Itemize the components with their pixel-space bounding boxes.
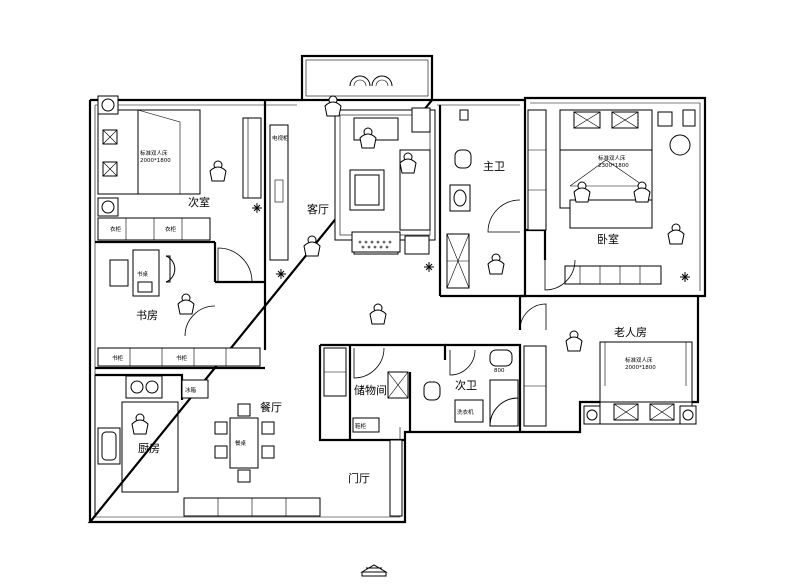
room-kitchen: 厨房 [138, 442, 160, 455]
room-second-bath: 次卫 [455, 378, 477, 392]
entry-arrow-icon [360, 564, 388, 577]
shower-size-label: 800 [494, 368, 505, 374]
kitchen: 冰箱 厨房 [94, 375, 209, 517]
shoe-cabinet-label: 鞋柜 [355, 422, 367, 430]
bed-label-master: 标准双人床 [598, 154, 626, 162]
entrance: 门厅 [348, 439, 403, 517]
dining: 餐桌 餐厅 [183, 400, 321, 517]
bookcase-label-b: 书柜 [176, 354, 188, 362]
outer-walls [87, 96, 707, 524]
master-bath: 主卫 [446, 109, 521, 289]
washer-label: 洗衣机 [457, 408, 474, 416]
people-figures [131, 95, 685, 435]
study: 书桌 书柜 书柜 书房 [97, 247, 261, 367]
dining-table-label: 餐桌 [235, 439, 247, 447]
bed-size-elderly: 2000*1800 [625, 365, 656, 371]
room-study: 书房 [136, 309, 158, 322]
bed-size-master: 2300*1800 [598, 163, 629, 169]
living-room: 电视柜 客厅 [252, 107, 436, 279]
fridge-label: 冰箱 [185, 386, 197, 394]
tv-cabinet-label: 电视柜 [272, 134, 289, 142]
balcony [300, 54, 434, 102]
wardrobe-label-a: 衣柜 [110, 225, 122, 233]
room-master-bedroom: 卧室 [597, 232, 619, 246]
elderly-room: 标准双人床 2000*1800 老人房 [519, 303, 697, 427]
second-bedroom: 标准双人床 2000*1800 衣柜 衣柜 次室 [97, 95, 262, 241]
room-storage: 储物间 [354, 383, 387, 397]
master-bedroom: 标准双人床 2300*1800 卧室 [527, 109, 696, 291]
wardrobe-label-b: 衣柜 [165, 225, 177, 233]
bed-label-elderly: 标准双人床 [625, 356, 653, 364]
storage-and-bath: 储物间 鞋柜 800 洗衣机 次卫 [323, 347, 519, 433]
desk-label: 书桌 [137, 270, 149, 278]
room-elderly: 老人房 [614, 326, 647, 339]
bookcase-label-a: 书柜 [112, 354, 124, 362]
room-dining: 餐厅 [260, 400, 282, 414]
room-master-bath: 主卫 [483, 160, 505, 173]
room-living: 客厅 [307, 202, 329, 216]
room-second-bedroom: 次室 [188, 195, 210, 209]
bed-label-a: 标准双人床 [140, 149, 168, 157]
room-entrance: 门厅 [348, 471, 370, 485]
bed-size-a: 2000*1800 [140, 158, 171, 164]
